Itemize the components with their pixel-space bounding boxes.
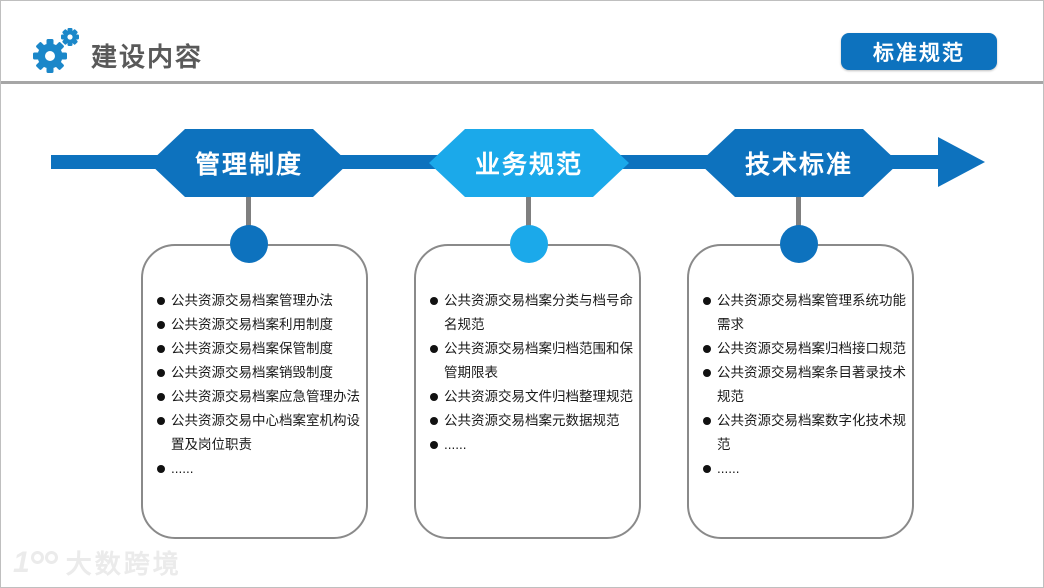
watermark-logo-one: 1 — [13, 545, 30, 579]
status-badge: 标准规范 — [841, 33, 997, 70]
node-dot — [510, 225, 548, 263]
list-item-text: 公共资源交易档案元数据规范 — [444, 413, 620, 428]
list-item-text: 公共资源交易档案应急管理办法 — [171, 389, 360, 404]
list-item-text: 公共资源交易档案保管制度 — [171, 341, 333, 356]
list-item: 公共资源交易档案管理系统功能需求 — [703, 289, 907, 337]
header: 建设内容 标准规范 — [1, 1, 1043, 81]
connector-line — [796, 197, 801, 247]
bullet-icon — [703, 465, 711, 473]
watermark-logo-circle — [30, 550, 44, 564]
list-item-text: ...... — [171, 461, 194, 476]
list-item-text: 公共资源交易档案归档接口规范 — [717, 341, 906, 356]
node-dot — [230, 225, 268, 263]
list-item: 公共资源交易档案利用制度 — [157, 313, 361, 337]
list-item: ...... — [703, 457, 907, 481]
list-item: 公共资源交易档案应急管理办法 — [157, 385, 361, 409]
bullet-icon — [157, 369, 165, 377]
list-item: 公共资源交易档案销毁制度 — [157, 361, 361, 385]
bullet-icon — [157, 321, 165, 329]
bullet-icon — [430, 417, 438, 425]
list-item-text: 公共资源交易档案条目著录技术规范 — [717, 365, 906, 404]
list-item-text: 公共资源交易档案管理系统功能需求 — [717, 293, 906, 332]
bullet-icon — [430, 393, 438, 401]
gear-icon — [33, 28, 79, 73]
bullet-icon — [430, 345, 438, 353]
bullet-icon — [157, 417, 165, 425]
connector-line — [246, 197, 251, 247]
bullet-icon — [157, 465, 165, 473]
list-item: 公共资源交易档案管理办法 — [157, 289, 361, 313]
list-item: 公共资源交易档案数字化技术规范 — [703, 409, 907, 457]
timeline-arrow-icon — [938, 137, 985, 187]
list-item: 公共资源交易档案条目著录技术规范 — [703, 361, 907, 409]
header-divider — [1, 81, 1043, 84]
list-item: 公共资源交易档案保管制度 — [157, 337, 361, 361]
list-item-text: ...... — [444, 437, 467, 452]
card-technical-list: 公共资源交易档案管理系统功能需求 公共资源交易档案归档接口规范 公共资源交易档案… — [687, 244, 914, 539]
list-item-text: 公共资源交易档案管理办法 — [171, 293, 333, 308]
bullet-icon — [703, 297, 711, 305]
list-item-text: 公共资源交易档案销毁制度 — [171, 365, 333, 380]
timeline-node-business: 业务规范 — [429, 129, 629, 197]
list-item: 公共资源交易档案归档范围和保管期限表 — [430, 337, 634, 385]
bullet-icon — [430, 297, 438, 305]
bullet-icon — [430, 441, 438, 449]
watermark: 1 大数跨境 — [13, 544, 182, 581]
list-item-text: 公共资源交易文件归档整理规范 — [444, 389, 633, 404]
bullet-icon — [157, 345, 165, 353]
watermark-logo: 1 — [13, 545, 58, 579]
list-item-text: 公共资源交易档案利用制度 — [171, 317, 333, 332]
connector-line — [526, 197, 531, 247]
list-item: 公共资源交易档案分类与档号命名规范 — [430, 289, 634, 337]
list-item-text: ...... — [717, 461, 740, 476]
list-item-text: 公共资源交易档案数字化技术规范 — [717, 413, 906, 452]
watermark-text: 大数跨境 — [65, 549, 182, 579]
list-item: ...... — [430, 433, 634, 457]
list-item: 公共资源交易档案归档接口规范 — [703, 337, 907, 361]
list-item-text: 公共资源交易中心档案室机构设置及岗位职责 — [171, 413, 360, 452]
timeline-node-technical: 技术标准 — [699, 129, 899, 197]
bullet-icon — [157, 393, 165, 401]
bullet-icon — [703, 417, 711, 425]
bullet-icon — [157, 297, 165, 305]
card-business-list: 公共资源交易档案分类与档号命名规范 公共资源交易档案归档范围和保管期限表 公共资… — [414, 244, 641, 539]
node-dot — [780, 225, 818, 263]
list-item: 公共资源交易档案元数据规范 — [430, 409, 634, 433]
bullet-icon — [703, 369, 711, 377]
page-title: 建设内容 — [91, 42, 204, 72]
list-item: 公共资源交易文件归档整理规范 — [430, 385, 634, 409]
bullet-icon — [703, 345, 711, 353]
list-item-text: 公共资源交易档案分类与档号命名规范 — [444, 293, 633, 332]
card-management-list: 公共资源交易档案管理办法 公共资源交易档案利用制度 公共资源交易档案保管制度 公… — [141, 244, 368, 539]
watermark-logo-circle — [44, 550, 58, 564]
list-item: 公共资源交易中心档案室机构设置及岗位职责 — [157, 409, 361, 457]
list-item-text: 公共资源交易档案归档范围和保管期限表 — [444, 341, 633, 380]
timeline-node-management: 管理制度 — [149, 129, 349, 197]
list-item: ...... — [157, 457, 361, 481]
